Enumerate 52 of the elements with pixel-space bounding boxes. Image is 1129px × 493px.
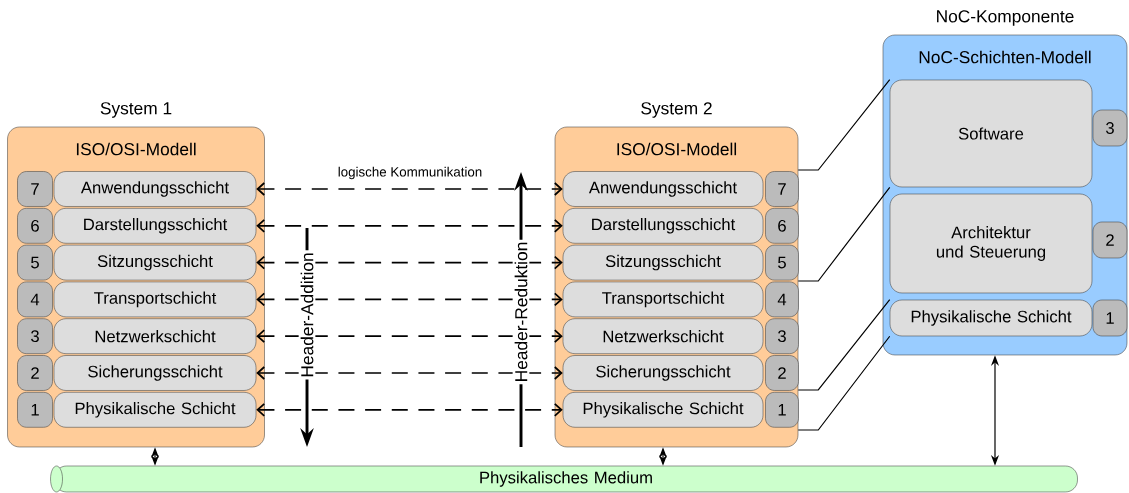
arrow-label: Header-Addition <box>298 250 316 380</box>
number-badge: 7 <box>17 171 53 207</box>
number-badge: 2 <box>17 355 53 391</box>
connector-line <box>797 299 891 391</box>
number-badge: 4 <box>765 281 799 318</box>
layer-box: Sicherungsschicht <box>53 355 257 391</box>
number-badge: 1 <box>1092 299 1128 337</box>
layer-box: Darstellungsschicht <box>562 208 764 244</box>
layer-box: Software <box>889 79 1093 188</box>
number-badge: 1 <box>765 392 799 428</box>
connector-line <box>797 79 891 171</box>
number-badge: 6 <box>765 208 799 244</box>
layer-box: Transportschicht <box>562 281 764 318</box>
layer-box: Transportschicht <box>53 281 257 318</box>
connector-line <box>797 186 891 282</box>
dashed-arrow <box>256 329 563 344</box>
node-label: System 1 <box>100 102 172 118</box>
layer-box: Darstellungsschicht <box>53 208 257 244</box>
number-badge: 3 <box>17 318 53 354</box>
layer-box: Sicherungsschicht <box>562 355 764 391</box>
layer-box: Physikalische Schicht <box>562 392 764 428</box>
layer-box: Netzwerkschicht <box>53 318 257 354</box>
dashed-arrow <box>256 182 563 196</box>
layer-box: Anwendungsschicht <box>562 171 764 207</box>
number-badge: 7 <box>765 171 799 207</box>
annotation-text: logische Kommunikation <box>338 166 482 180</box>
node-label: NoC-Komponente <box>937 10 1074 26</box>
number-badge: 5 <box>765 244 799 281</box>
connector-line <box>797 335 891 431</box>
number-badge: 5 <box>17 244 53 281</box>
number-badge: 1 <box>17 392 53 428</box>
node-label: System 2 <box>641 102 712 118</box>
medium-cylinder: Physikalisches Medium <box>50 465 1078 493</box>
dashed-arrow <box>256 218 563 233</box>
number-badge: 2 <box>1092 221 1128 259</box>
layer-box: Sitzungsschicht <box>53 244 257 281</box>
layer-box: Physikalische Schicht <box>53 392 257 428</box>
layer-box: Physikalische Schicht <box>889 299 1093 337</box>
number-badge: 3 <box>1092 109 1128 147</box>
dashed-arrow <box>256 255 563 270</box>
layer-box: Netzwerkschicht <box>562 318 764 354</box>
number-badge: 4 <box>17 281 53 318</box>
dashed-arrow <box>256 366 563 380</box>
dashed-arrow <box>256 402 563 417</box>
layer-box: Anwendungsschicht <box>53 171 257 207</box>
arrow-label: Header-Reduktion <box>512 239 530 385</box>
layer-box: Architektur und Steuerung <box>889 193 1093 294</box>
number-badge: 6 <box>17 208 53 244</box>
layer-box: Sitzungsschicht <box>562 244 764 281</box>
number-badge: 3 <box>765 318 799 354</box>
number-badge: 2 <box>765 355 799 391</box>
dashed-arrow <box>256 292 563 307</box>
